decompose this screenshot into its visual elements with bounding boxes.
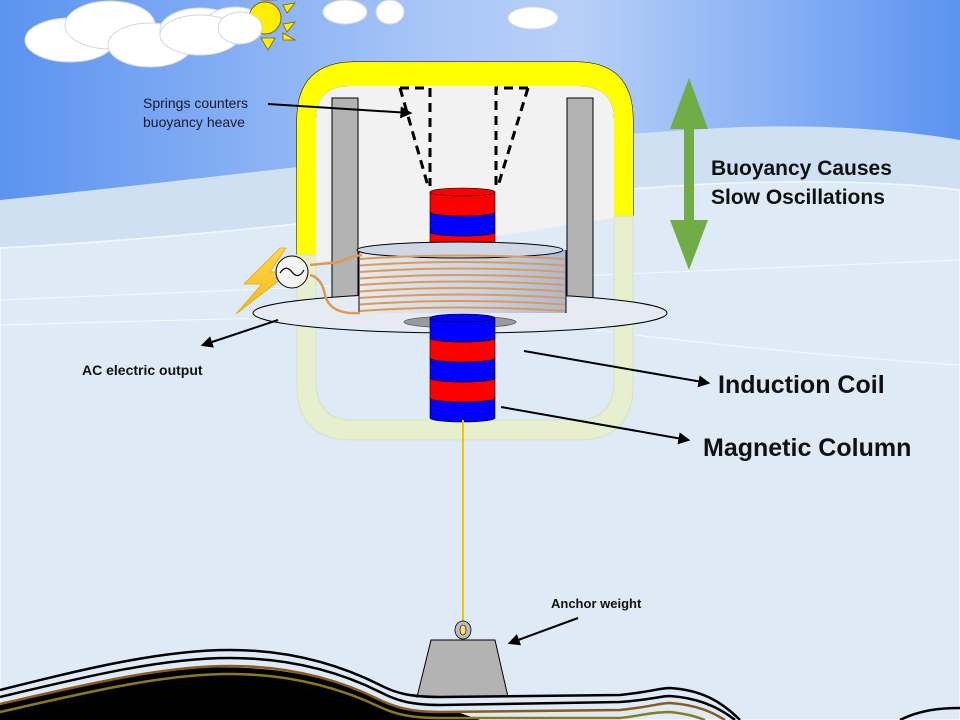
- ac-output-label: AC electric output: [82, 362, 203, 378]
- ac-sine-icon: [275, 255, 309, 289]
- guide-rail-right: [566, 97, 594, 317]
- coil-turn: [359, 287, 566, 293]
- magnet-segment-red: [429, 191, 496, 217]
- wire-lower: [309, 273, 361, 315]
- anchor-weight-arrow: [507, 617, 579, 646]
- magnet-segment-blue: [429, 317, 496, 343]
- magnetic-column-arrow: [500, 406, 691, 445]
- coil-turn: [359, 267, 566, 273]
- magnet-segment-blue: [429, 211, 496, 237]
- buoyancy-label-line-1: Buoyancy Causes: [711, 157, 892, 180]
- magnetic-column-label: Magnetic Column: [703, 434, 912, 462]
- induction-coil-label: Induction Coil: [718, 371, 885, 399]
- coil-turn: [359, 300, 566, 306]
- magnet-stack-lower: [429, 313, 496, 423]
- anchor-weight-label: Anchor weight: [551, 596, 642, 611]
- coil-turn: [359, 274, 566, 280]
- magnet-cap: [429, 187, 496, 197]
- cloud-icon: [159, 11, 263, 56]
- motion-arrow-icon: [670, 78, 708, 270]
- springs-arrow: [267, 103, 413, 119]
- ac-output-arrow: [200, 319, 279, 348]
- springs-label-line-2: buoyancy heave: [143, 114, 245, 130]
- buoy-interior: [316, 86, 614, 262]
- magnet-segment-red: [429, 337, 496, 363]
- coil-turn: [359, 261, 566, 267]
- magnet-segment-red: [429, 377, 496, 403]
- wire-upper: [309, 253, 363, 267]
- buoy-submerged: [296, 215, 634, 441]
- buoyancy-label: Buoyancy Causes Slow Oscillations: [711, 154, 892, 212]
- induction-coil-arrow: [523, 350, 711, 388]
- coil-turn: [359, 293, 566, 299]
- buoyancy-label-line-2: Slow Oscillations: [711, 186, 885, 209]
- springs-label: Springs counters buoyancy heave: [143, 94, 248, 132]
- coil-turn: [359, 306, 566, 312]
- coil-windings: [359, 254, 566, 312]
- cloud-icon: [507, 6, 559, 30]
- buoy-shell: [296, 61, 634, 441]
- spring-right: [494, 86, 530, 187]
- magnet-cap: [429, 313, 496, 323]
- lightning-bolt-icon: [235, 247, 292, 315]
- springs-label-line-1: Springs counters: [143, 95, 249, 111]
- induction-coil: [252, 241, 668, 334]
- spring-left: [398, 86, 432, 187]
- coil-turn: [359, 254, 566, 260]
- magnet-segment-blue: [429, 357, 496, 383]
- coil-turn: [359, 280, 566, 286]
- cloud-icon: [322, 0, 405, 25]
- anchor-weight: [416, 639, 509, 698]
- seabed: [0, 648, 960, 720]
- guide-rail-left: [331, 97, 359, 317]
- magnet-segment-blue: [429, 397, 496, 423]
